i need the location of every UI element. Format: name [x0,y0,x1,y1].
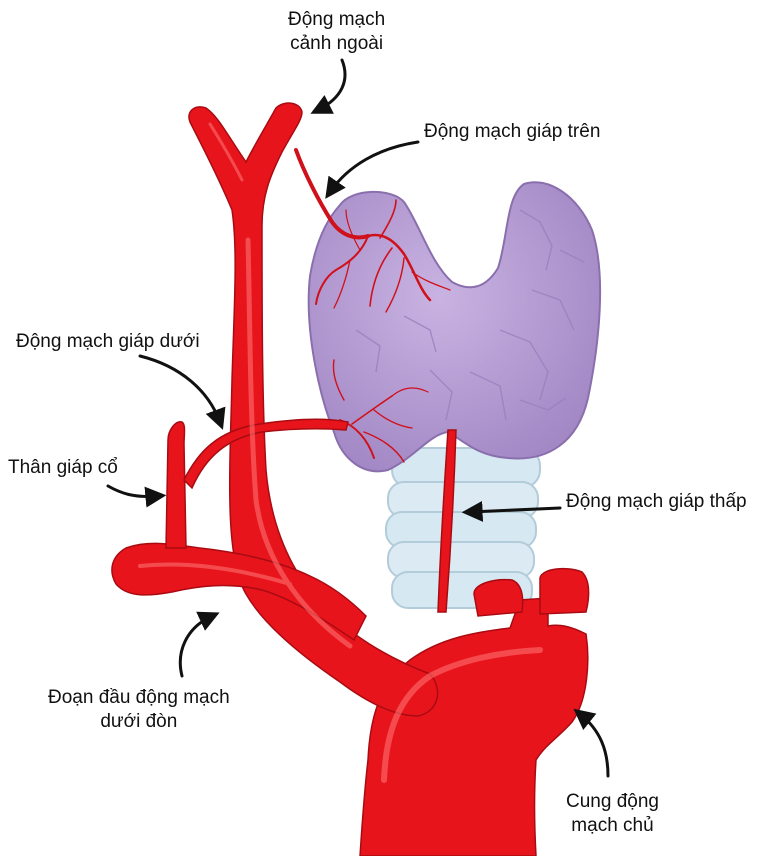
arteries [111,102,590,856]
arrow-thyroid-ima [461,500,562,522]
label-thyrocervical-trunk-text: Thân giáp cổ [8,457,118,478]
label-thyrocervical-trunk: Thân giáp cổ [8,456,118,480]
label-external-carotid-line1: Động mạch [288,9,386,30]
label-inferior-thyroid: Động mạch giáp dưới [16,330,200,354]
label-external-carotid-line2: cảnh ngoài [290,33,384,54]
arrow-external-carotid [310,58,347,114]
label-superior-thyroid-text: Động mạch giáp trên [424,121,601,142]
callout-arrows [106,58,610,778]
arrow-subclavian [178,611,220,678]
thyroid-gland [307,181,602,473]
label-subclavian-line2: dưới đòn [100,711,178,732]
label-inferior-thyroid-text: Động mạch giáp dưới [16,331,200,352]
arrow-aortic-arch [573,708,610,778]
label-aortic-arch-line1: Cung động [566,791,659,812]
label-thyroid-ima: Động mạch giáp thấp [566,490,747,514]
arrow-superior-thyroid [325,140,420,199]
artery-highlights [138,122,543,783]
arrow-inferior-thyroid [138,354,226,430]
label-subclavian-first-part: Đoạn đầu động mạch dưới đòn [48,686,230,734]
inferior-thyroid-artery-branches [332,359,429,463]
label-aortic-arch: Cung động mạch chủ [566,790,659,838]
label-subclavian-line1: Đoạn đầu động mạch [48,687,230,708]
arrow-thyrocervical-trunk [106,484,167,508]
label-aortic-arch-line2: mạch chủ [571,815,654,836]
label-external-carotid: Động mạch cảnh ngoài [288,8,385,56]
label-thyroid-ima-text: Động mạch giáp thấp [566,491,747,512]
superior-thyroid-artery [294,148,451,313]
label-superior-thyroid: Động mạch giáp trên [424,120,600,144]
